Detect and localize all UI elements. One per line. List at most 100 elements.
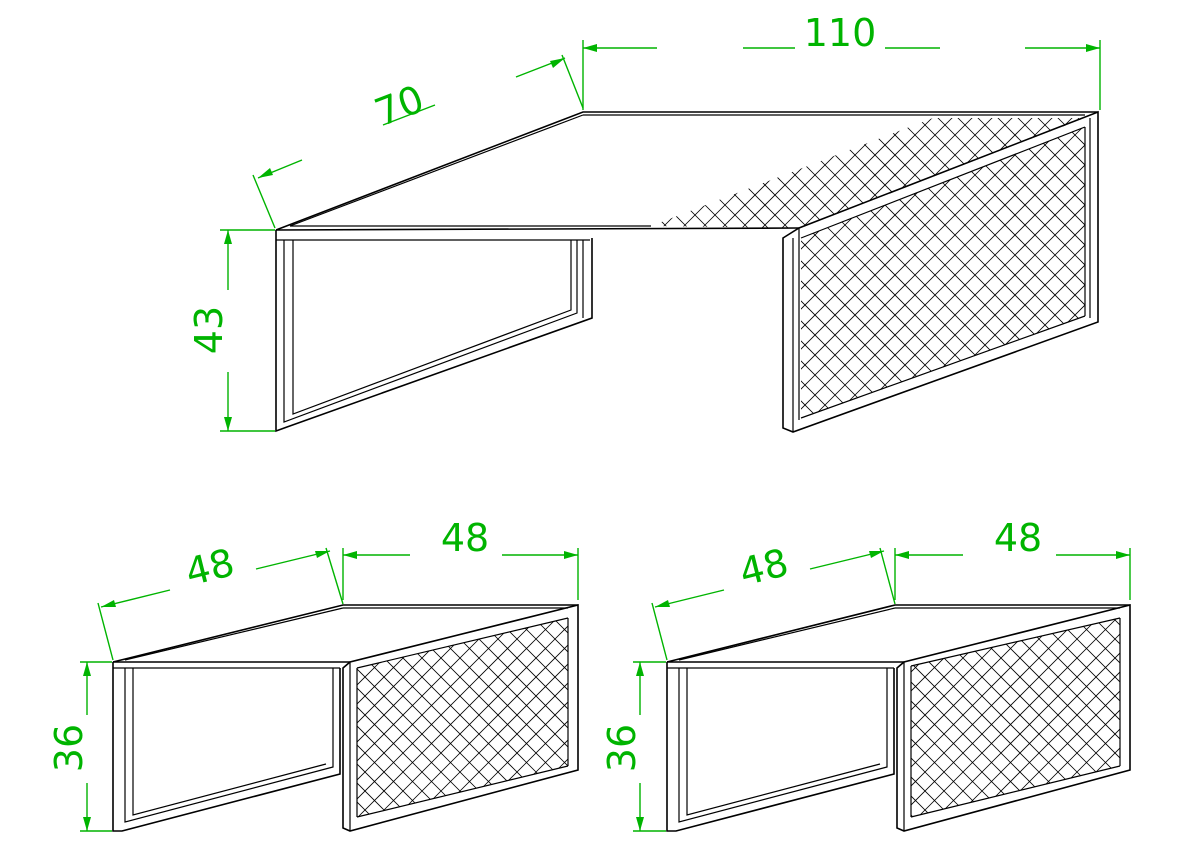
- mesh-strand: [649, 600, 879, 830]
- mesh-strand: [929, 127, 1085, 418]
- mesh-strand: [911, 618, 965, 817]
- mesh-strand: [41, 600, 271, 830]
- mesh-strand: [210, 110, 540, 440]
- large-length-dimension: 110: [582, 11, 1101, 110]
- mesh-strand: [90, 110, 220, 240]
- mesh-strand: [110, 110, 240, 240]
- small-right-coffee-table: [430, 600, 1192, 832]
- mesh-strand: [150, 110, 280, 240]
- small-left-depth-dimension: 48: [97, 540, 344, 661]
- mesh-strand: [490, 110, 620, 240]
- mesh-strand: [1150, 110, 1192, 440]
- mesh-strand: [210, 110, 340, 240]
- mesh-strand: [510, 110, 640, 240]
- mesh-strand: [510, 110, 640, 240]
- mesh-strand: [390, 110, 720, 440]
- mesh-strand: [1018, 618, 1120, 817]
- mesh-strand: [573, 600, 803, 830]
- mesh-strand: [630, 600, 860, 830]
- mesh-strand: [1130, 110, 1192, 240]
- mesh-strand: [801, 127, 861, 418]
- mesh-strand: [0, 600, 119, 830]
- mesh-strand: [923, 618, 1120, 817]
- mesh-strand: [801, 127, 841, 418]
- mesh-strand: [651, 118, 721, 228]
- mesh-strand: [430, 600, 660, 830]
- mesh-strand: [1170, 110, 1192, 240]
- mesh-strand: [639, 600, 869, 830]
- mesh-strand: [620, 600, 850, 830]
- mesh-strand: [0, 600, 195, 830]
- mesh-strand: [110, 110, 240, 240]
- small-right-height-dimension: 36: [600, 661, 666, 832]
- large-coffee-table: [90, 110, 1192, 440]
- mesh-strand: [1075, 618, 1120, 817]
- mesh-strand: [651, 118, 661, 228]
- mesh-strand: [651, 118, 741, 228]
- large-height-label: 43: [187, 306, 231, 354]
- mesh-strand: [801, 127, 1041, 418]
- small-left-height-label: 36: [47, 724, 91, 772]
- mesh-strand: [0, 600, 138, 830]
- mesh-strand: [1069, 127, 1085, 418]
- mesh-strand: [801, 127, 821, 418]
- mesh-strand: [601, 600, 831, 830]
- mesh-strand: [592, 600, 822, 830]
- mesh-strand: [1130, 110, 1192, 440]
- mesh-strand: [150, 110, 280, 240]
- mesh-strand: [150, 110, 480, 440]
- mesh-strand: [1069, 118, 1085, 228]
- mesh-strand: [477, 618, 568, 817]
- mesh-strand: [1110, 110, 1192, 440]
- mesh-strand: [651, 118, 681, 228]
- mesh-strand: [989, 127, 1085, 418]
- mesh-strand: [1049, 127, 1085, 418]
- mesh-strand: [3, 600, 233, 830]
- mesh-strand: [350, 110, 480, 240]
- mesh-strand: [611, 600, 841, 830]
- mesh-strand: [470, 110, 600, 240]
- mesh-strand: [651, 118, 701, 228]
- mesh-strand: [410, 110, 540, 240]
- mesh-strand: [573, 600, 803, 830]
- mesh-strand: [390, 110, 720, 440]
- mesh-strand: [961, 618, 1120, 817]
- mesh-strand: [1113, 618, 1120, 817]
- mesh-strand: [270, 110, 600, 440]
- mesh-strand: [496, 618, 568, 817]
- mesh-strand: [1130, 110, 1192, 240]
- mesh-strand: [1170, 110, 1192, 240]
- mesh-strand: [1133, 600, 1192, 830]
- mesh-strand: [729, 118, 861, 228]
- mesh-strand: [1069, 118, 1085, 228]
- mesh-strand: [458, 618, 568, 817]
- mesh-strand: [534, 618, 568, 817]
- mesh-strand: [639, 600, 869, 830]
- mesh-strand: [357, 618, 538, 817]
- mesh-strand: [370, 110, 700, 440]
- mesh-strand: [658, 600, 888, 830]
- mesh-strand: [989, 127, 1085, 418]
- mesh-strand: [1171, 600, 1192, 830]
- mesh-strand: [553, 618, 568, 817]
- mesh-strand: [470, 110, 800, 440]
- mesh-strand: [0, 600, 176, 830]
- mesh-strand: [1049, 127, 1085, 418]
- mesh-strand: [470, 110, 800, 440]
- mesh-strand: [330, 110, 660, 440]
- mesh-strand: [310, 110, 640, 440]
- mesh-strand: [450, 110, 780, 440]
- mesh-strand: [382, 618, 568, 817]
- large-table-top: [275, 111, 1098, 231]
- mesh-strand: [649, 600, 879, 830]
- mesh-strand: [611, 600, 841, 830]
- mesh-strand: [22, 600, 252, 830]
- mesh-strand: [592, 600, 822, 830]
- mesh-strand: [911, 618, 984, 817]
- mesh-strand: [130, 110, 260, 240]
- mesh-strand: [357, 618, 443, 817]
- mesh-strand: [170, 110, 500, 440]
- mesh-strand: [430, 110, 760, 440]
- small-right-length-label: 48: [994, 516, 1042, 560]
